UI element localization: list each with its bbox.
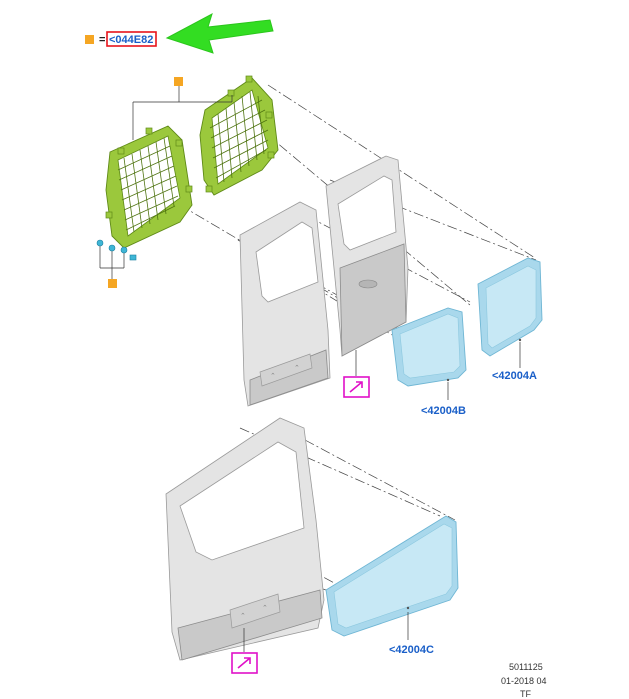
svg-text:⌃: ⌃ xyxy=(262,604,268,612)
orange-square-marker xyxy=(108,279,117,288)
footer-region-code: TF xyxy=(520,689,531,699)
orange-square-marker xyxy=(85,35,94,44)
note-arrow-icon[interactable] xyxy=(231,652,258,674)
ref-code-label[interactable]: <044E82 xyxy=(109,34,153,46)
svg-text:⌃: ⌃ xyxy=(240,612,246,620)
green-arrow-icon xyxy=(165,12,274,54)
glass-42004A xyxy=(477,257,543,357)
tailgate: ⌃ ⌃ xyxy=(165,417,325,661)
legend-equals: = xyxy=(99,34,105,46)
orange-square-marker xyxy=(174,77,183,86)
part-label-42004C[interactable]: <42004C xyxy=(389,644,434,656)
svg-text:⌃: ⌃ xyxy=(294,364,300,372)
svg-text:⌃: ⌃ xyxy=(270,372,276,380)
rear-door-right xyxy=(325,155,409,357)
footer-date-code: 01-2018 04 xyxy=(501,676,547,686)
note-arrow-icon[interactable] xyxy=(343,376,370,398)
window-guard-grilles xyxy=(105,75,279,249)
footer-figure-number: 5011125 xyxy=(509,662,543,672)
part-label-42004B[interactable]: <42004B xyxy=(421,405,466,417)
glass-42004B xyxy=(391,307,467,387)
ref-code-highlight xyxy=(106,31,157,47)
grille-callout xyxy=(132,77,233,140)
rear-door-left: ⌃ ⌃ xyxy=(239,201,331,407)
glass-42004C xyxy=(325,515,459,637)
part-label-42004A[interactable]: <42004A xyxy=(492,370,537,382)
fastener-clips xyxy=(96,239,137,288)
